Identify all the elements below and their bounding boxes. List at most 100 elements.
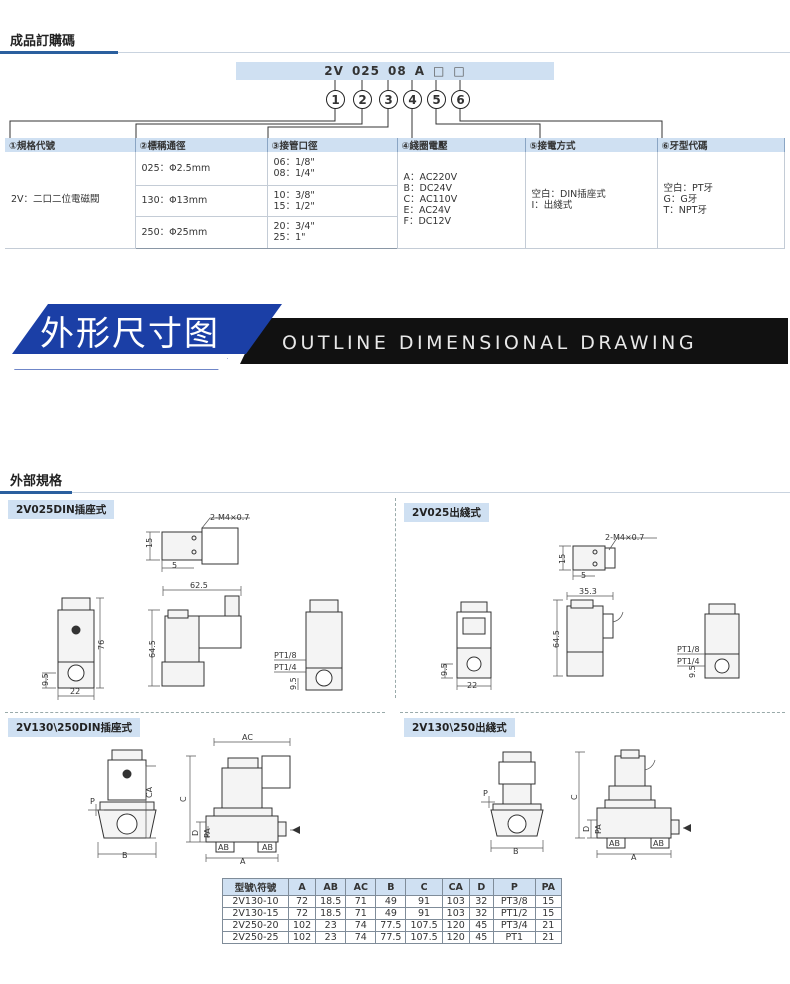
dim-header: AB [315,878,347,896]
panel-label-2v025-din: 2V025DIN插座式 [8,500,115,519]
drawing-2v130-din: AC C CA P PA D AB AB A B [88,733,300,866]
dim-b: B [513,847,519,856]
spec-port: 10：3/8" [273,189,315,201]
dim-a: A [240,857,246,866]
table-cell: 45 [468,931,494,944]
dim-header: P [492,878,536,896]
dim-pt14: PT1/4 [677,657,700,666]
dimension-header-row: 型號\符號 A AB AC B C CA D P PA [222,878,562,896]
table-cell: 102 [287,931,317,944]
spec-header: ①規格代號 [5,138,136,152]
banner-blue-block [12,304,282,354]
table-cell: 77.5 [375,919,407,932]
table-cell: PT3/4 [492,919,536,932]
spec-header: ④綫圈電壓 [397,138,526,152]
dim-22: 22 [467,681,477,690]
dim-64-5: 64.5 [148,640,157,658]
table-cell: 71 [345,895,377,908]
table-cell: 45 [468,919,494,932]
panel-divider-vertical [395,498,396,698]
table-cell: 18.5 [315,895,347,908]
spec-port: 20：3/4" [273,221,315,232]
dim-header: D [468,878,494,896]
order-section-title: 成品訂購碼 [10,34,76,49]
banner-outline-decoration [14,358,228,370]
panel-divider-horizontal [5,712,385,713]
external-section-accent [0,491,72,494]
dim-64-5: 64.5 [552,630,561,648]
spec-header: ③接管口徑 [267,138,398,152]
table-cell: 91 [405,907,443,920]
dim-c: C [179,796,188,802]
table-cell: 15 [534,907,562,920]
panel-divider-horizontal [400,712,785,713]
spec-port-cell: 20：3/4"25：1" [267,216,398,249]
dim-m4: 2-M4×0.7 [210,513,249,522]
panel-label-2v130-wire: 2V130\250出綫式 [404,718,515,737]
dim-5: 5 [172,561,177,570]
code-circle-6: 6 [451,90,470,109]
dim-header: C [405,878,443,896]
spec-diameter: 250：Φ25mm [135,216,268,249]
table-cell: 74 [345,931,377,944]
dim-ab: AB [653,839,664,848]
code-circle-1: 1 [326,90,345,109]
dim-pt18: PT1/8 [677,645,700,654]
code-connector-lines [9,80,663,138]
table-cell: 91 [405,895,443,908]
panel-label-2v025-wire: 2V025出綫式 [404,503,489,522]
spec-row: 130：Φ13mm 10：3/8"15：1/2" [5,185,785,217]
spec-thread: 空白：PT牙 [663,183,714,195]
dim-a: A [631,853,637,862]
spec-connection: I：出綫式 [531,199,573,211]
dim-m4: 2-M4×0.7 [605,533,644,542]
table-cell: 107.5 [405,931,443,944]
table-cell: 2V250-20 [222,919,289,932]
dim-ab: AB [218,843,229,852]
dim-header: PA [534,878,562,896]
table-cell: 120 [441,931,470,944]
spec-thread: T：NPT牙 [663,205,707,217]
table-cell: 32 [468,907,494,920]
dim-pa: PA [203,828,212,838]
external-section-rule [0,492,790,493]
panel-label-2v130-din: 2V130\250DIN插座式 [8,718,141,737]
arrow-icon [292,826,300,834]
spec-connection-cell: 空白：DIN插座式 I：出綫式 [525,152,658,249]
code-part-2: 025 [351,64,380,78]
code-circle-3: 3 [379,90,398,109]
spec-header: ⑤接電方式 [525,138,658,152]
spec-row: 250：Φ25mm 20：3/4"25：1" [5,216,785,249]
dim-62-5: 62.5 [190,581,208,590]
spec-port: 25：1" [273,232,306,243]
dim-p: P [90,797,95,806]
table-cell: 103 [441,907,470,920]
arrow-icon [683,824,691,832]
dim-header: CA [441,878,470,896]
dim-b: B [122,851,128,860]
spec-row: 2V：二口二位電磁閥 025：Φ2.5mm 06：1/8"08：1/4" A：A… [5,152,785,249]
dim-header: B [375,878,407,896]
dim-76: 76 [97,640,106,650]
dim-15: 15 [145,538,154,548]
spec-voltage: E：AC24V [403,205,451,217]
spec-port-cell: 10：3/8"15：1/2" [267,185,398,217]
dim-ca: CA [145,786,154,798]
spec-model: 2V：二口二位電磁閥 [5,152,136,249]
dim-d: D [191,830,200,836]
table-cell: PT1 [492,931,536,944]
spec-diameter: 025：Φ2.5mm [135,152,268,186]
spec-port: 08：1/4" [273,168,315,180]
external-section-title: 外部規格 [10,474,63,489]
dim-pa: PA [594,824,603,834]
spec-header: ⑥牙型代碼 [657,138,785,152]
spec-voltage: F：DC12V [403,216,452,228]
table-cell: 107.5 [405,919,443,932]
table-cell: 72 [287,895,317,908]
table-cell: 72 [287,907,317,920]
table-cell: 21 [534,919,562,932]
spec-voltage-cell: A：AC220V B：DC24V C：AC110V E：AC24V F：DC12… [397,152,526,249]
